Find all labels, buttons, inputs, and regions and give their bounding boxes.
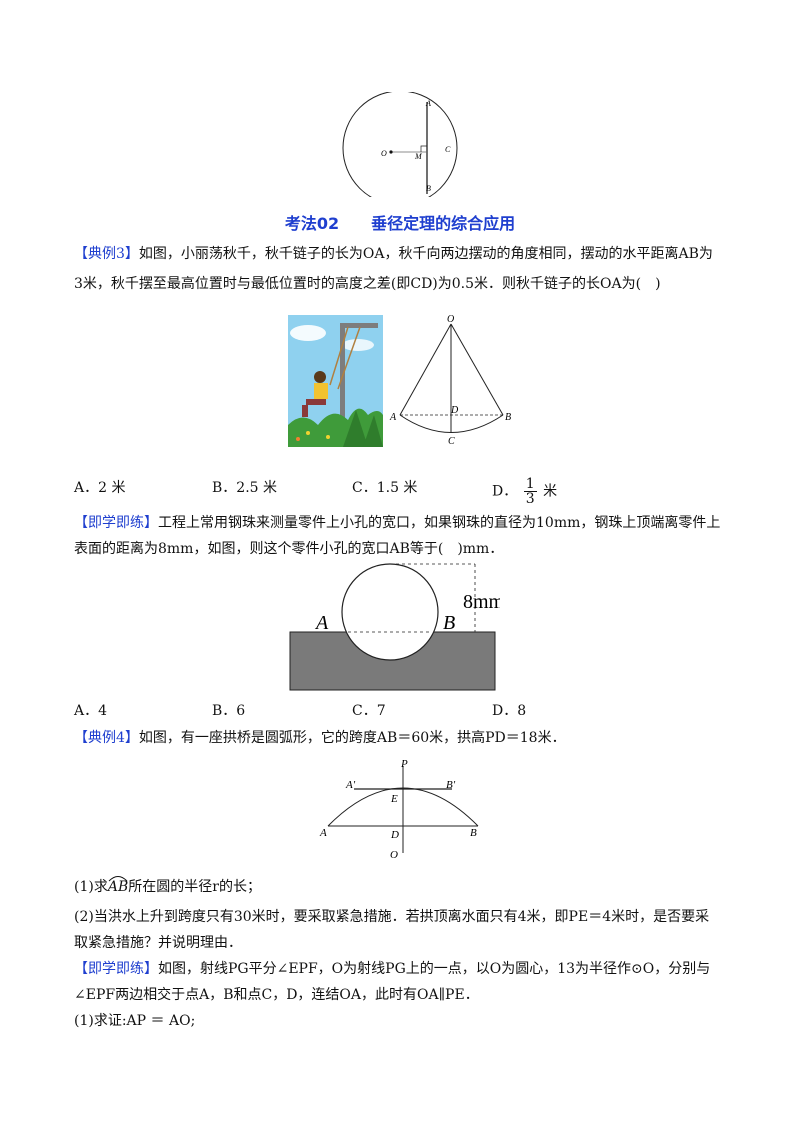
ex3-option-d-numerator: 1	[523, 476, 537, 492]
fig1-label-o: O	[381, 149, 387, 158]
ex4-q1-arc: AB	[108, 876, 128, 898]
arch-label-o: O	[390, 849, 398, 861]
arch-label-e: E	[390, 793, 398, 805]
ex3-option-b: B．2.5 米	[212, 480, 278, 496]
ex4-q2-line1: (2)当洪水上升到跨度只有30米时，要采取紧急措施．若拱顶离水面只有4米，即PE…	[74, 909, 710, 925]
ex4-text-1: 如图，有一座拱桥是圆弧形，它的跨度AB＝60米，拱高PD＝18米．	[138, 730, 566, 746]
ex4-q2-line2: 取紧急措施？并说明理由．	[74, 935, 242, 951]
fig1-label-c: C	[445, 145, 451, 154]
ex3-line2: 3米，秋千摆至最高位置时与最低位置时的高度之差(即CD)为0.5米．则秋千链子的…	[74, 276, 661, 292]
prac2-line1: 【即学即练】如图，射线PG平分∠EPF，O为射线PG上的一点，以O为圆心，13为…	[74, 958, 710, 980]
arch-label-d: D	[390, 829, 399, 841]
ex3-text-1: 如图，小丽荡秋千，秋千链子的长为OA，秋千向两边摆动的角度相同，摆动的水平距离A…	[138, 246, 713, 262]
swing-label-a: A	[389, 412, 397, 423]
ex3-option-d-prefix: D．	[492, 483, 518, 500]
prac1-tag: 【即学即练】	[74, 515, 158, 531]
ball-label-8mm: 8mm	[463, 591, 500, 613]
ball-label-a: A	[314, 612, 329, 634]
ex3-option-c: C．1.5 米	[352, 480, 418, 496]
prac1-line2: 表面的距离为8mm，如图，则这个零件小孔的宽口AB等于( )mm．	[74, 541, 504, 557]
swing-label-o: O	[447, 314, 454, 325]
prac1-option-d: D．8	[492, 703, 527, 719]
arch-bridge-figure: P A′ B′ E A D B O	[319, 758, 479, 861]
arch-label-a1: A′	[345, 779, 356, 791]
ex3-option-d-denominator: 3	[525, 491, 535, 507]
arch-label-b: B	[470, 827, 477, 839]
prac2-q1: (1)求证:AP ＝ AO;	[74, 1013, 196, 1029]
swing-geometry-figure: O A B C D	[389, 314, 511, 447]
section-title: 考法02 垂径定理的综合应用	[284, 214, 516, 233]
ex3-option-d: D． 1 3 米	[492, 477, 557, 506]
arch-label-p: P	[400, 758, 408, 770]
fig1-label-a: A	[425, 99, 431, 108]
prac1-option-b: B．6	[212, 703, 246, 719]
ex4-q1-arc-text: AB	[107, 879, 129, 895]
swing-label-d: D	[450, 405, 459, 416]
arch-label-a: A	[319, 827, 327, 839]
swing-illustration	[288, 315, 383, 447]
arc-symbol-icon	[108, 876, 128, 882]
arch-label-b1: B′	[446, 779, 456, 791]
prac2-text-1: 如图，射线PG平分∠EPF，O为射线PG上的一点，以O为圆心，13为半径作⊙O，…	[158, 961, 711, 977]
ex3-line1: 【典例3】如图，小丽荡秋千，秋千链子的长为OA，秋千向两边摆动的角度相同，摆动的…	[74, 243, 713, 265]
prac1-option-a: A．4	[74, 703, 108, 719]
fig1-label-b: B	[426, 184, 431, 193]
ex4-line1: 【典例4】如图，有一座拱桥是圆弧形，它的跨度AB＝60米，拱高PD＝18米．	[74, 727, 566, 749]
swing-label-c: C	[448, 436, 455, 447]
ex4-tag: 【典例4】	[74, 730, 139, 746]
circle-chord-figure: O A M C B	[342, 92, 458, 197]
prac2-tag: 【即学即练】	[74, 961, 158, 977]
fig1-label-m: M	[414, 152, 423, 161]
ex3-option-a: A．2 米	[74, 480, 126, 496]
ex4-q1-pre: (1)求	[74, 879, 108, 895]
prac1-text-1: 工程上常用钢珠来测量零件上小孔的宽口，如果钢珠的直径为10mm，钢珠上顶端离零件…	[158, 515, 721, 531]
swing-label-b: B	[505, 412, 511, 423]
ex3-option-d-suffix: 米	[543, 483, 558, 500]
prac1-option-c: C．7	[352, 703, 386, 719]
ex4-q1-post: 所在圆的半径r的长；	[128, 879, 261, 895]
ball-label-b: B	[443, 612, 455, 634]
prac2-line2: ∠EPF两边相交于点A，B和点C，D，连结OA，此时有OA∥PE．	[74, 987, 479, 1003]
prac1-line1: 【即学即练】工程上常用钢珠来测量零件上小孔的宽口，如果钢珠的直径为10mm，钢珠…	[74, 512, 720, 534]
ex3-tag: 【典例3】	[74, 246, 139, 262]
ball-figure: 8mm A B	[289, 563, 500, 691]
